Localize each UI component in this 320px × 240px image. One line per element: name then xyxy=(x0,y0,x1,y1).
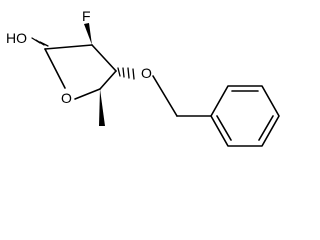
ring-bond-c4-c3 xyxy=(99,70,117,90)
methyl-wedge-bond xyxy=(99,89,105,126)
ether-oxygen-hash-bond xyxy=(117,67,135,80)
ring-bond-o-c4 xyxy=(74,88,101,100)
chemical-structure: HO F O O xyxy=(6,8,280,147)
ring-bond-c2-c1 xyxy=(44,44,93,50)
benzene-double-bond-3 xyxy=(216,115,232,141)
hydroxyl-hash-bond xyxy=(31,37,49,47)
ether-oxygen-to-ch2-bond xyxy=(152,75,178,117)
ring-oxygen-label: O xyxy=(61,90,72,106)
benzyl-ether-oxygen-label: O xyxy=(141,65,152,81)
hydroxyl-label: HO xyxy=(6,30,27,46)
benzene-ring xyxy=(210,85,280,147)
benzene-double-bond-2 xyxy=(258,115,274,141)
fluorine-wedge-bond xyxy=(84,23,92,45)
ring-bond-c3-c2 xyxy=(91,44,117,72)
ring-bond-c1-o xyxy=(44,48,66,89)
fluorine-label: F xyxy=(82,8,91,24)
